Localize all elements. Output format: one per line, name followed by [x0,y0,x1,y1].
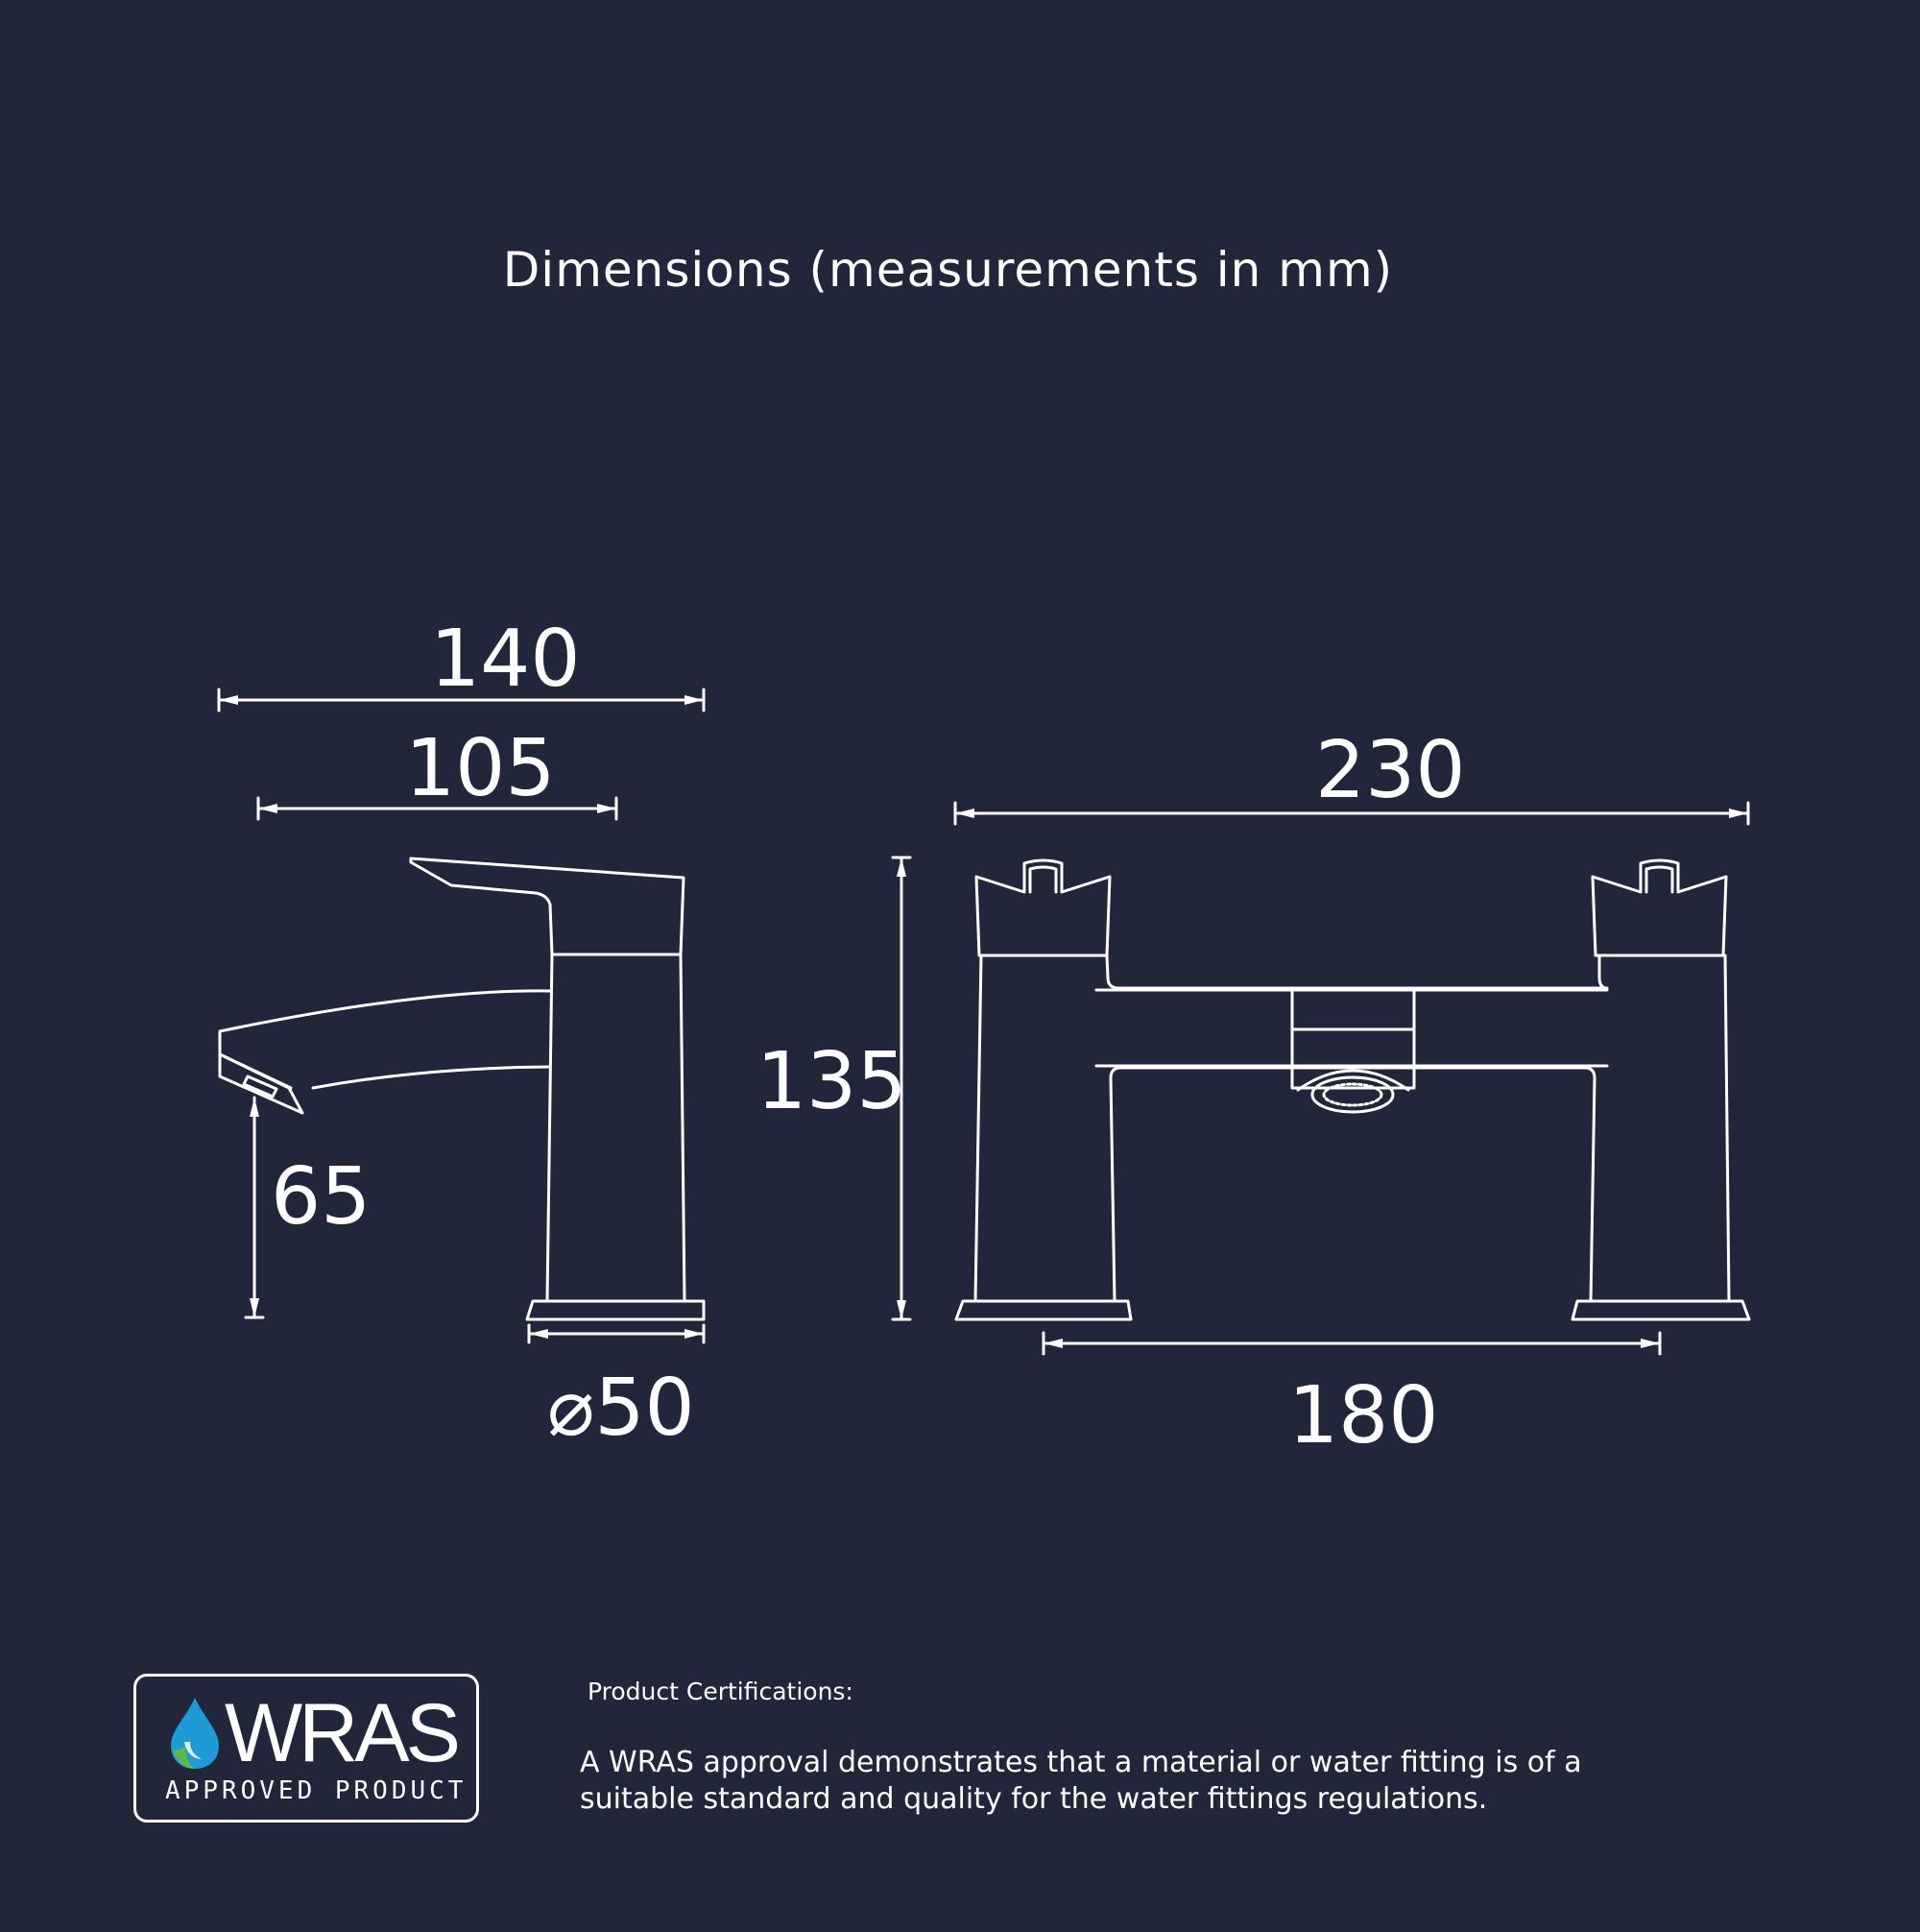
water-drop-icon [171,1698,219,1769]
basin-dim-50-line [527,1323,706,1344]
basin-dim-140-label: 140 [430,614,581,705]
basin-dim-140-line [217,688,706,712]
bath-dim-135-label: 135 [756,1036,907,1127]
certifications-text: A WRAS approval demonstrates that a mate… [580,1746,1582,1816]
wras-logo-word: WRAS [225,1687,461,1779]
basin-mixer-outline [218,857,706,1321]
page-title: Dimensions (measurements in mm) [502,242,1394,298]
basin-dim-65-line [244,1096,265,1319]
certifications-heading: Product Certifications: [588,1678,853,1705]
bath-dim-230-label: 230 [1315,725,1466,816]
bath-dim-230-line [953,801,1750,826]
basin-dim-105-line [256,796,618,821]
wras-approved-badge: WRAS APPROVED PRODUCT [133,1674,479,1823]
basin-dim-50-label: ⌀50 [547,1363,695,1454]
bath-dim-180-label: 180 [1288,1370,1439,1461]
bath-filler-outline [954,858,1751,1321]
wras-logo-subtitle: APPROVED PRODUCT [165,1776,468,1805]
bath-dim-180-line [1042,1331,1662,1356]
basin-dim-105-label: 105 [405,723,556,814]
basin-dim-65-label: 65 [271,1151,372,1243]
bath-dim-135-line [891,856,912,1321]
